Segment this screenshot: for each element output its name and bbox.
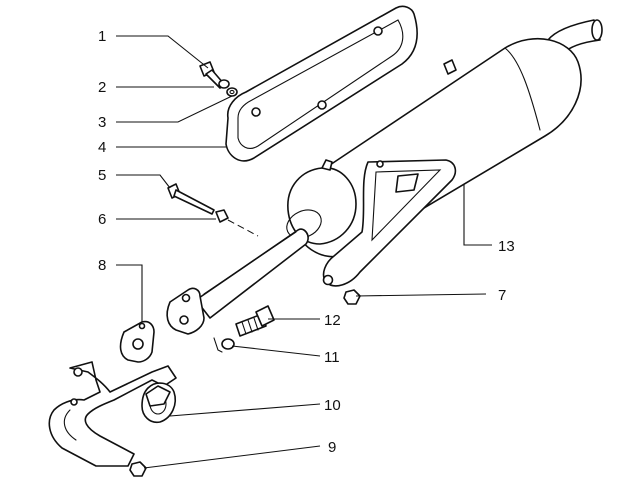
washer-part-3[interactable]	[226, 87, 238, 97]
assembly-axis-line	[227, 219, 259, 237]
exhaust-manifold[interactable]	[48, 361, 177, 467]
callout-3: 3	[98, 114, 106, 131]
callout-7: 7	[498, 287, 506, 304]
nut-part-9[interactable]	[129, 461, 147, 477]
nut-part-7[interactable]	[343, 289, 361, 305]
callout-4: 4	[98, 139, 106, 156]
leader-lines	[116, 35, 492, 469]
bolt-part-12[interactable]	[235, 305, 275, 337]
callout-2: 2	[98, 79, 106, 96]
nut-part-6[interactable]	[215, 209, 229, 223]
washer-part-2[interactable]	[218, 79, 230, 89]
clamp-part-10[interactable]	[145, 385, 171, 407]
callout-13: 13	[498, 238, 515, 255]
mounting-bracket[interactable]	[322, 159, 457, 287]
washer-part-11[interactable]	[213, 337, 235, 353]
callout-6: 6	[98, 211, 106, 228]
front-pipe[interactable]	[166, 228, 309, 335]
long-bolt-part-5[interactable]	[167, 183, 215, 215]
callout-8: 8	[98, 257, 106, 274]
heat-shield-part-4[interactable]	[225, 5, 418, 162]
callout-11: 11	[324, 349, 340, 366]
callout-9: 9	[328, 439, 336, 456]
callout-12: 12	[324, 312, 341, 329]
callout-5: 5	[98, 167, 106, 184]
gasket-part-8[interactable]	[119, 320, 155, 363]
callout-10: 10	[324, 397, 341, 414]
callout-1: 1	[98, 28, 106, 45]
